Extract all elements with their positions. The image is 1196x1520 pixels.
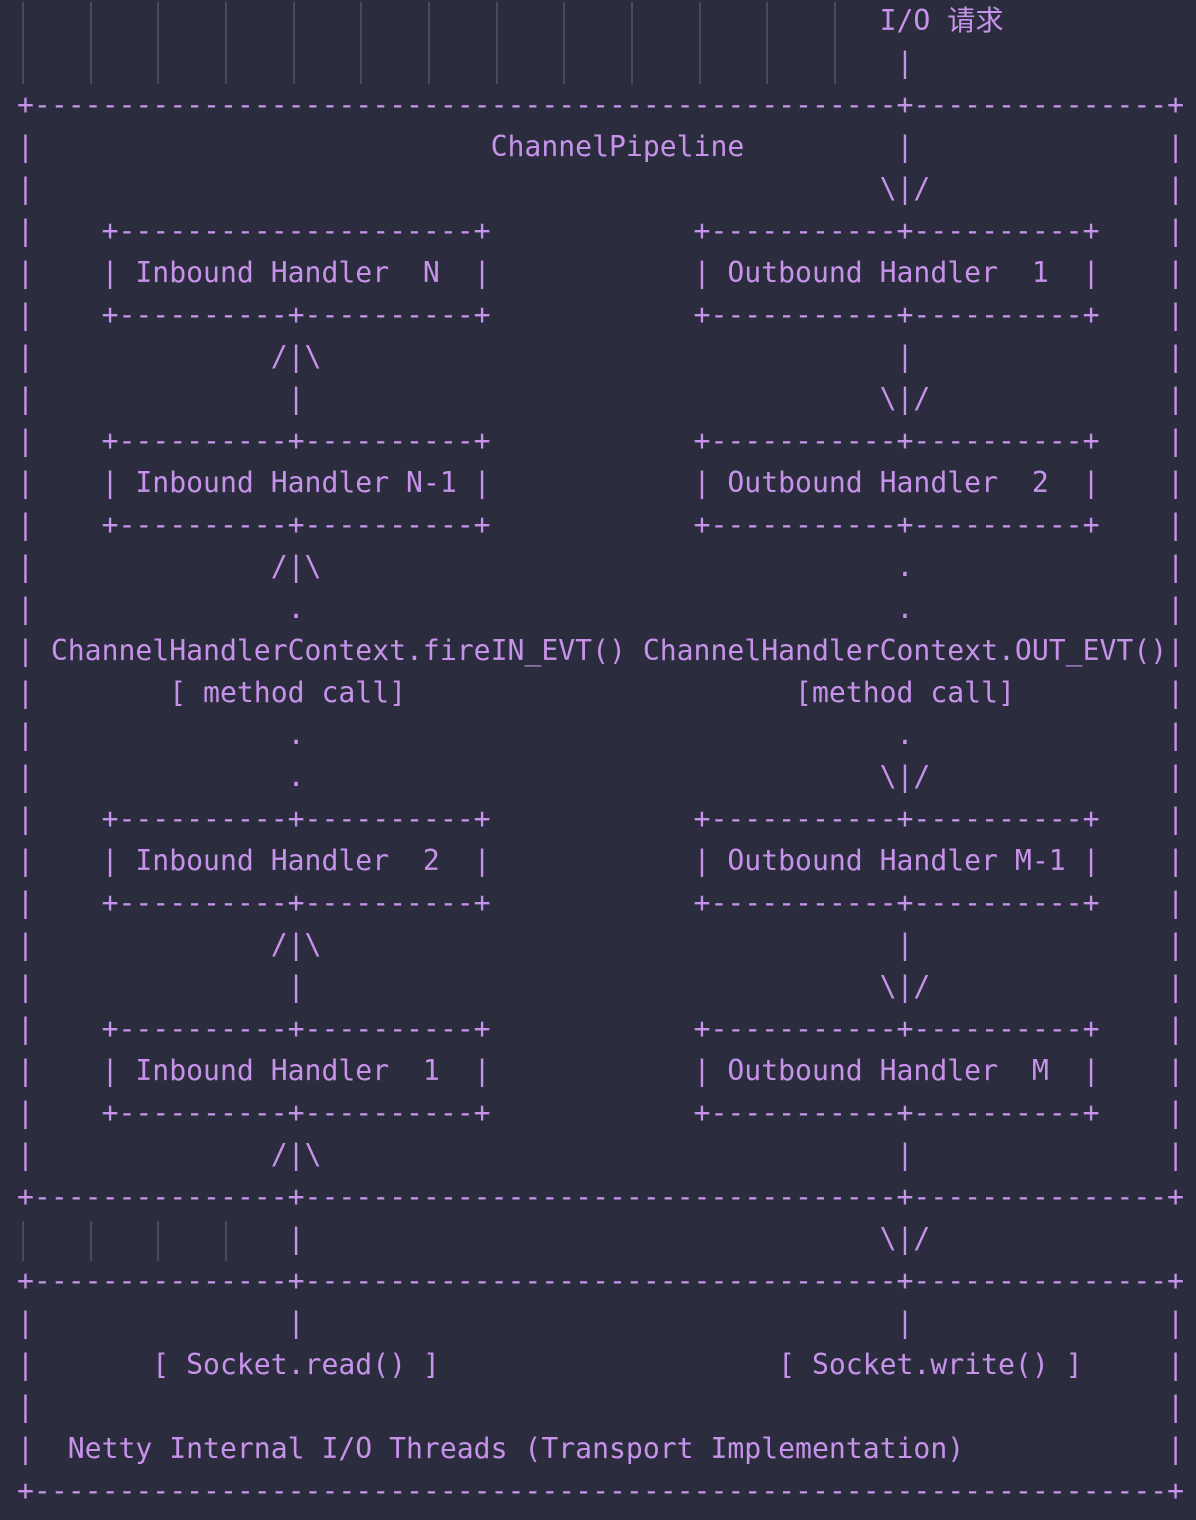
ascii-diagram[interactable]: I/O 请求 | +------------------------------… <box>17 4 1185 1507</box>
editor-viewport: I/O 请求 | +------------------------------… <box>17 2 1185 1507</box>
